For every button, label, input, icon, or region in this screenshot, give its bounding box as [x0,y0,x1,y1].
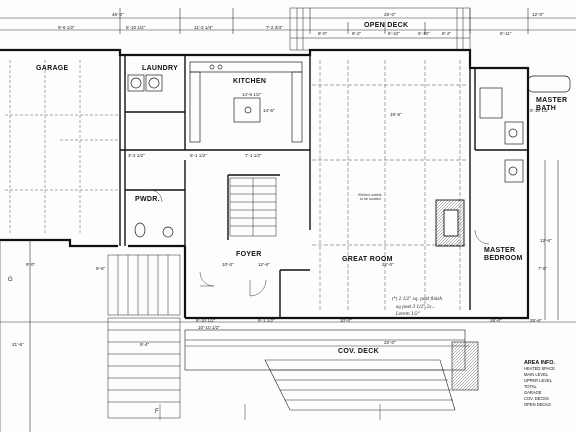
garage-dashed-lines [5,60,118,235]
laundry-appliances [127,74,163,92]
handwritten-note-line2: sq post 3 1/2" 2x... [396,304,436,309]
dimension-label: 8'-11" [500,31,512,36]
dimension-label: 7'-1 1/2" [245,153,262,158]
dimension-label: 10'-0" [222,262,234,267]
dimension-label: 19'-6" [390,112,402,117]
area-info-row: TOTAL [524,384,537,389]
area-info-row: GARAGE [524,390,542,395]
dimension-label: 3'-2 1/2" [128,153,145,158]
master-bath-fixtures [479,75,571,183]
outlet-note-line2: to be located [360,197,381,201]
dimension-label: 7'-2 3/4" [266,25,283,30]
area-info-row: COV. DECKS [524,396,549,401]
room-label-master-bath: MASTER BATH [536,97,568,112]
room-label-master-bedroom: MASTER BEDROOM [484,247,523,262]
dimension-label: 5'-10 1/2" [530,108,550,113]
powder-room-fixtures [134,222,174,238]
foyer-stair [229,177,277,237]
dimension-label: 26'-0" [490,318,502,323]
interior-walls [119,50,528,318]
bottom-dimension-lines [0,160,576,432]
dimension-label: 8'-10 1/2" [196,318,216,323]
dimension-label: 25'-6" [530,318,542,323]
dimension-label: 5'-1 1/2" [190,153,207,158]
room-label-pwdr: PWDR. [135,196,160,203]
dimension-label: 9'-6 1/2" [58,25,75,30]
dimension-label: 22'-0" [382,262,394,267]
dimension-label: 12'-0" [532,12,544,17]
dimension-label: 10'-10 1/2" [198,325,220,330]
dimension-label: 8'-2" [442,31,452,36]
covered-deck [184,329,479,411]
area-info-row: MAIN LEVEL [524,372,549,377]
fireplace [435,199,465,247]
exterior-walls [0,48,530,320]
dimension-label: 6'-10" [388,31,400,36]
top-dimension-lines [0,8,576,34]
grid-markers [159,404,381,420]
area-info-row: UPPER LEVEL [524,378,552,383]
room-label-garage: GARAGE [36,65,69,72]
dimension-label: 7'-5" [538,266,548,271]
dimension-label: 25'-0" [384,12,396,17]
area-info-row: OPEN DECKS [524,402,551,407]
outlet-note-line1: Kitchen outlets [358,193,382,197]
room-label-cov-deck: COV. DECK [338,348,379,355]
room-label-foyer: FOYER [236,251,262,258]
dimension-label: 14'-6" [263,108,275,113]
door-swings [149,189,490,297]
dimension-label: 12'-6" [540,238,552,243]
dimension-label: 10'-0" [340,318,352,323]
dimension-label: 9'-4" [140,342,150,347]
dimension-label: 12'-6" [258,262,270,267]
handwritten-note-line3: Lorem 1/2" [396,311,420,316]
dimension-label: 9'-1 1/2" [258,318,275,323]
dimension-label: 22'-0" [384,340,396,345]
room-label-great-room: GREAT ROOM [342,256,393,263]
dimension-label: 21'-6" [12,342,24,347]
room-label-laundry: LAUNDRY [142,65,179,72]
dimension-label: 8'-0" [318,31,328,36]
grid-label: G [8,277,13,283]
room-label-kitchen: KITCHEN [233,78,267,85]
dimension-label: 14'-6 1/2" [242,92,262,97]
dimension-label: 9'-0" [26,262,36,267]
dimension-label: 11'-2 1/4" [194,25,214,30]
dimension-label: 6'-10 1/2" [126,25,146,30]
area-info-title: AREA INFO. [524,360,555,366]
grid-label: F [155,409,159,415]
dimension-label: 6'-10" [418,31,430,36]
dimension-label: 46'-0" [112,12,124,17]
kitchen-cabinets [189,61,303,143]
room-label-open-deck: OPEN DECK [364,22,409,29]
handwritten-note-line1: (*) 2 1/2" sq. post finish [392,296,443,301]
great-room-framing [312,60,468,310]
area-info-row: HEATED SPACE [524,366,556,371]
entry-stair-left [107,254,181,419]
dimension-label: 9'-6" [96,266,106,271]
area-info-table: AREA INFO. HEATED SPACE MAIN LEVEL UPPER… [524,360,574,408]
dimension-label: 8'-2" [352,31,362,36]
